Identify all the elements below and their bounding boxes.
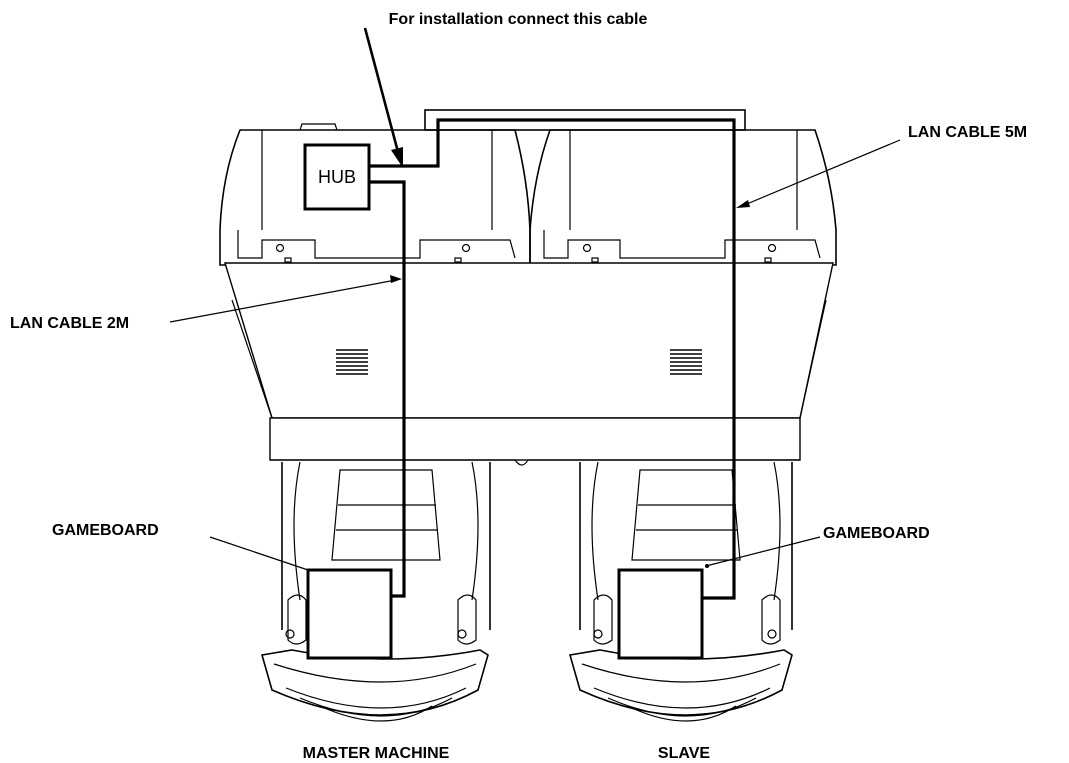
master-machine-label: MASTER MACHINE	[303, 745, 450, 762]
leader-lines	[169, 27, 901, 571]
lan-cable-2m	[369, 180, 406, 598]
hub-box	[303, 143, 371, 211]
lan-cable-5m	[369, 118, 736, 600]
slave-cabinet-top	[529, 129, 837, 266]
slave-label: SLAVE	[658, 745, 710, 762]
master-gameboard-box	[306, 568, 393, 660]
vent-grille-right	[670, 349, 702, 375]
lan-cable-5m-label: LAN CABLE 5M	[908, 124, 1027, 141]
vent-grille-left	[336, 349, 368, 375]
housing-lower	[269, 417, 801, 461]
master-gameboard-label: GAMEBOARD	[52, 522, 159, 539]
cabinet-tops	[219, 109, 837, 266]
master-cabinet-top	[219, 129, 531, 266]
lan-cable-2m-label: LAN CABLE 2M	[10, 315, 129, 332]
slave-gameboard-box	[617, 568, 704, 660]
slave-gameboard-label: GAMEBOARD	[823, 525, 930, 542]
hub-label: HUB	[318, 167, 356, 187]
master-seat	[260, 461, 491, 722]
install-note-label: For installation connect this cable	[389, 11, 648, 28]
monitor-housing	[224, 262, 834, 466]
install-arrowhead	[391, 147, 403, 168]
housing-upper	[224, 262, 834, 419]
